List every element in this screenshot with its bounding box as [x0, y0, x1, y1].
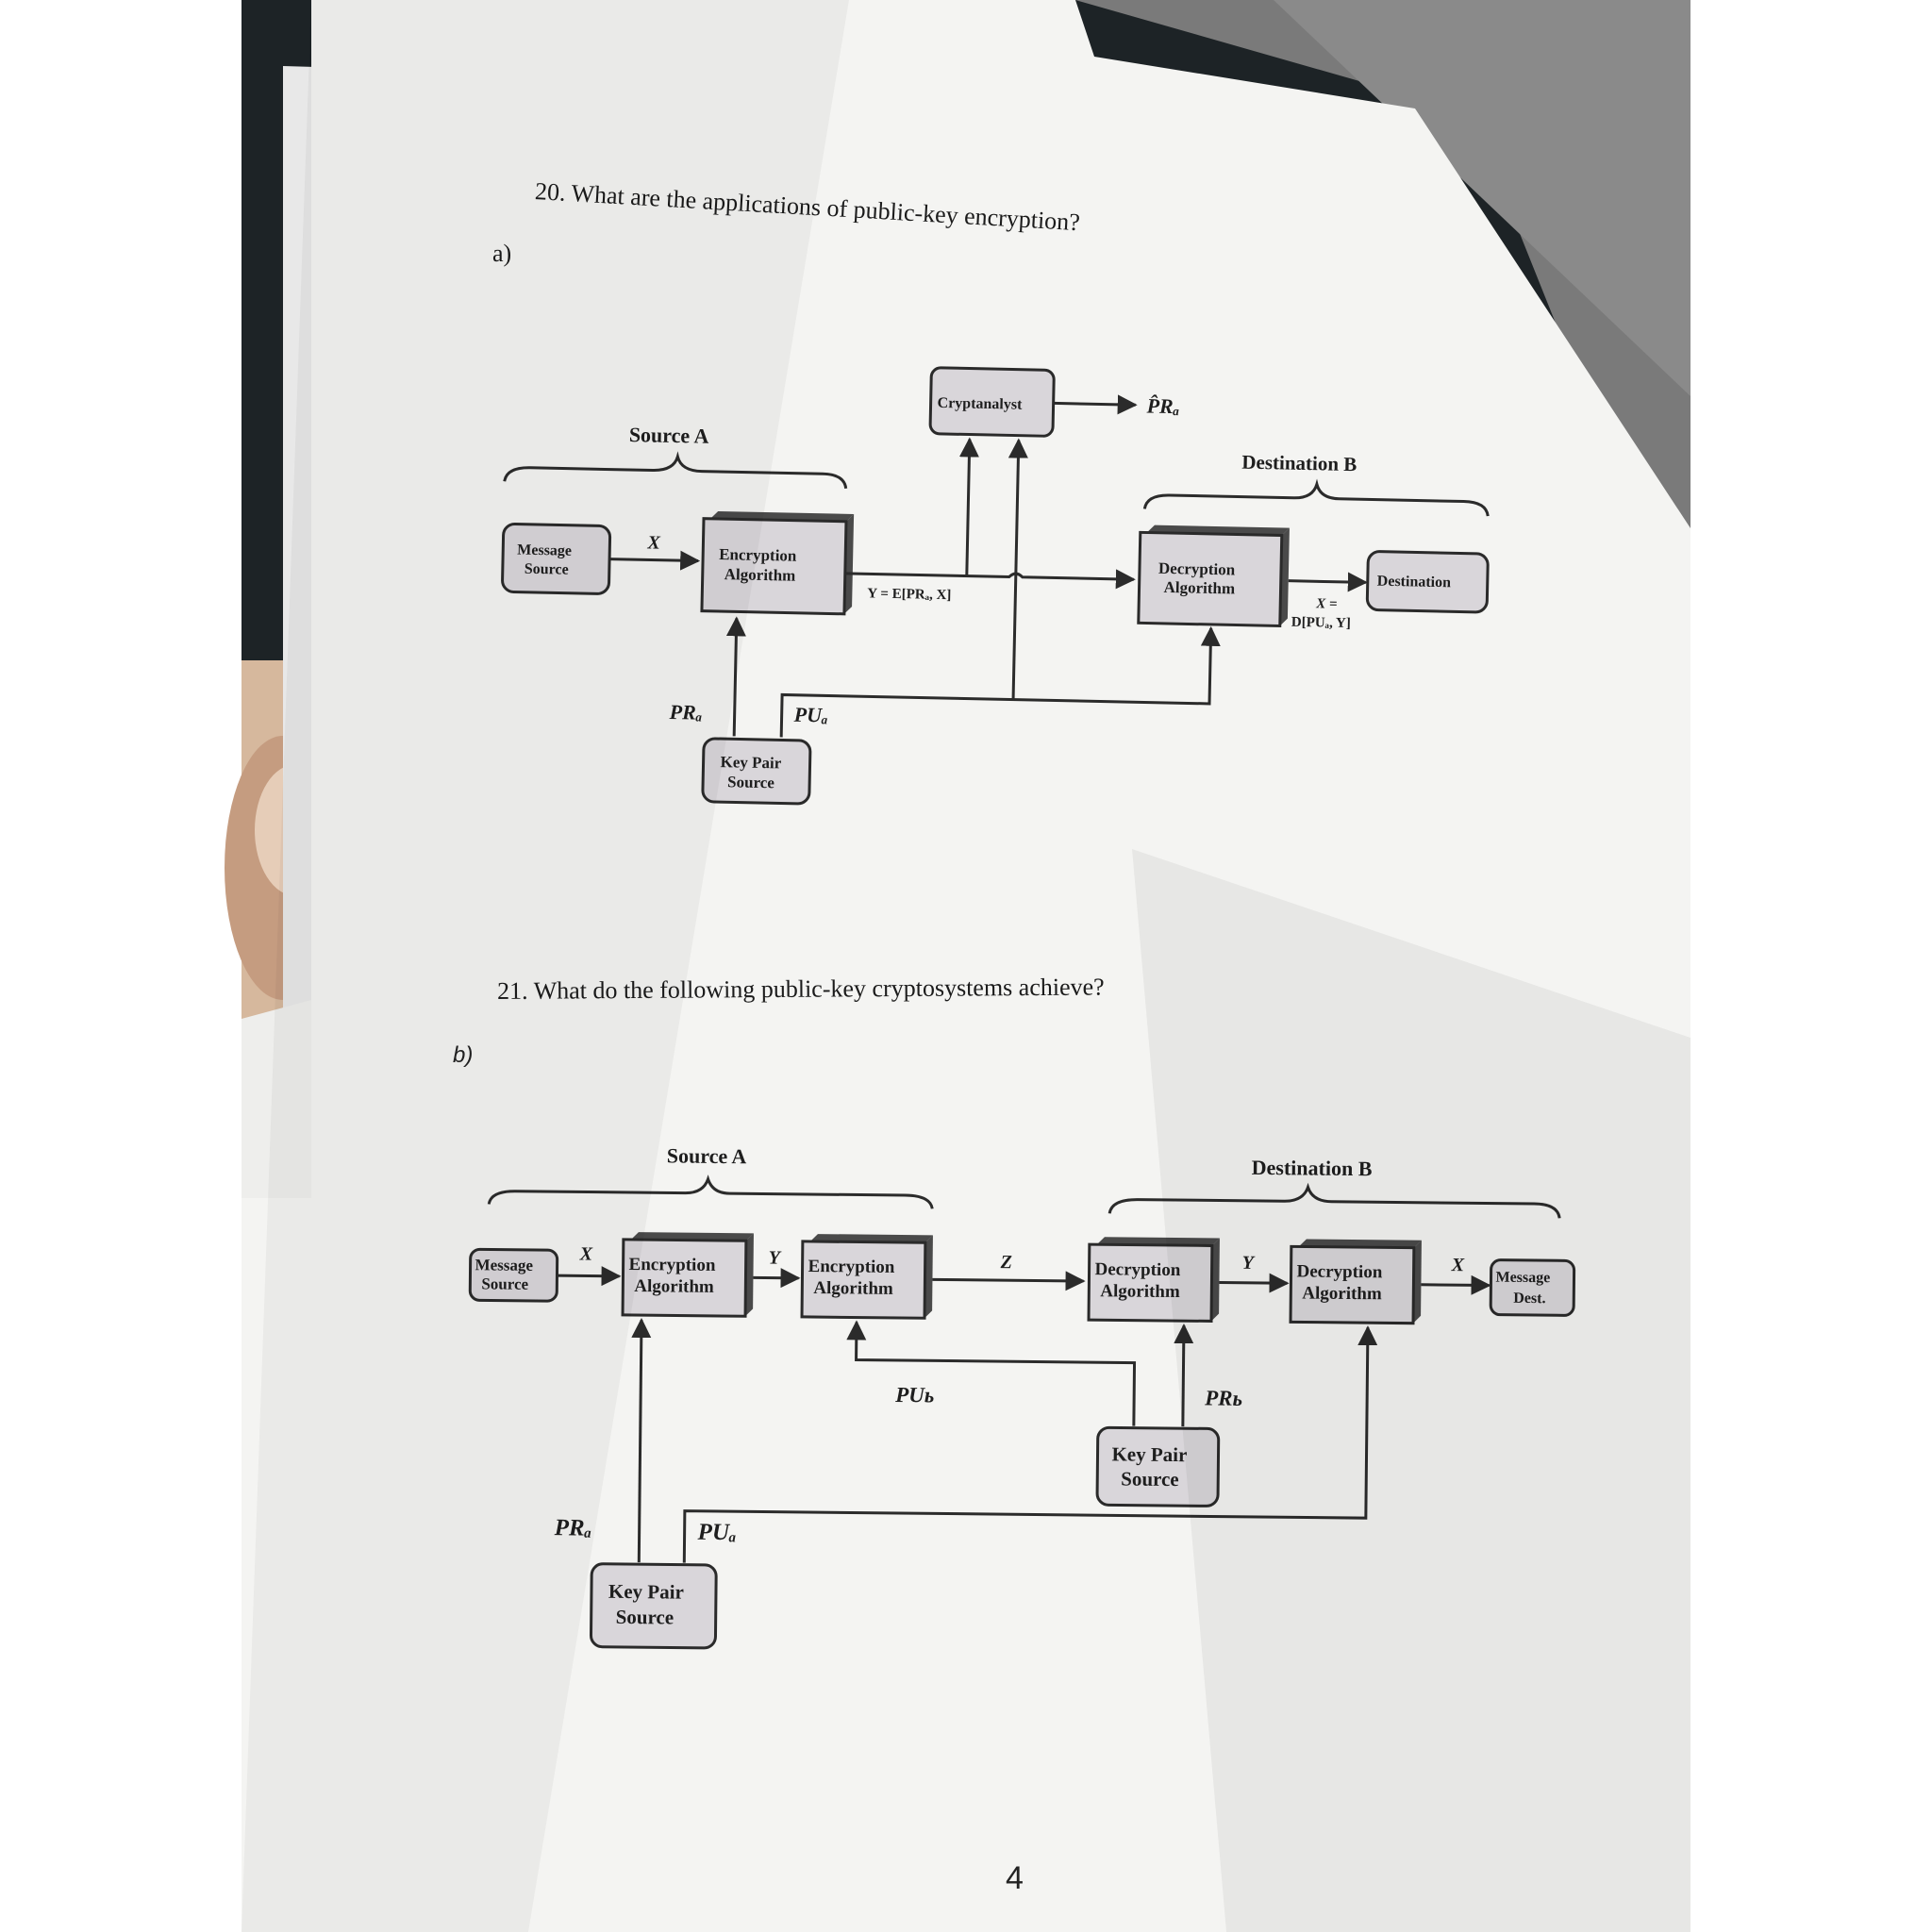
source-a-label-b: Source A	[667, 1143, 747, 1168]
key-pair-source-box	[701, 737, 812, 806]
decryption-label-1: Decryption	[1158, 559, 1236, 579]
decryption-algorithm-box	[1137, 530, 1284, 628]
destination-b-brace	[1142, 478, 1490, 517]
key-pair-label-1: Key Pair	[720, 753, 782, 772]
pu-a-label: PUₐ	[792, 703, 827, 727]
encryption-label-1: Encryption	[719, 545, 797, 565]
pu-a-label-b: PUₐ	[696, 1520, 736, 1545]
part-b-marker: b)	[453, 1042, 474, 1068]
encryption-algorithm-1-box	[621, 1238, 748, 1318]
key-pair-a-label-2: Source	[616, 1606, 675, 1629]
x-label-b-2: X	[1451, 1255, 1465, 1275]
encryption-2-label-2: Algorithm	[813, 1278, 893, 1299]
decryption-algorithm-1-box	[1087, 1242, 1214, 1323]
decryption-1-label-2: Algorithm	[1100, 1281, 1180, 1302]
decryption-1-label-1: Decryption	[1094, 1259, 1180, 1280]
key-pair-a-label-1: Key Pair	[608, 1580, 684, 1604]
destination-label: Destination	[1377, 574, 1452, 591]
message-dest-box	[1489, 1258, 1576, 1317]
key-pair-source-b-box	[1095, 1425, 1221, 1507]
source-a-label: Source A	[629, 423, 709, 448]
destination-b-brace-b	[1108, 1182, 1561, 1219]
message-dest-label-1: Message	[1495, 1270, 1550, 1287]
x-label: X	[646, 532, 660, 553]
y-expression: Y = E[PRₐ, X]	[867, 586, 951, 603]
key-pair-label-2: Source	[727, 773, 775, 791]
decryption-2-label-1: Decryption	[1296, 1261, 1382, 1282]
pr-b-label: PRь	[1204, 1386, 1242, 1409]
decryption-label-2: Algorithm	[1163, 578, 1235, 598]
x-label-b: X	[579, 1243, 593, 1264]
page-number: 4	[1006, 1860, 1024, 1896]
source-a-brace-b	[487, 1174, 934, 1209]
encryption-algorithm-box	[700, 517, 848, 616]
message-source-b-label-2: Source	[481, 1274, 528, 1293]
source-a-brace	[503, 451, 848, 490]
encryption-2-label-1: Encryption	[808, 1257, 894, 1277]
pu-b-label: PUь	[894, 1383, 934, 1407]
message-source-label-1: Message	[517, 542, 572, 559]
cryptanalyst-label: Cryptanalyst	[937, 395, 1023, 413]
destination-b-label-b: Destination B	[1252, 1156, 1373, 1180]
destination-box	[1365, 550, 1490, 614]
pr-a-label: PRₐ	[668, 700, 702, 724]
encryption-label-2: Algorithm	[724, 565, 796, 585]
y-label-b-2: Y	[1242, 1253, 1256, 1274]
paper-sheet	[242, 0, 1690, 1932]
pr-a-label-b: PRₐ	[554, 1515, 592, 1541]
message-source-b-label-1: Message	[475, 1256, 533, 1274]
z-label-b: Z	[1000, 1252, 1012, 1273]
decryption-2-label-2: Algorithm	[1302, 1283, 1382, 1304]
x-equals: X =	[1315, 596, 1338, 611]
encryption-algorithm-2-box	[800, 1240, 927, 1320]
key-pair-source-a-box	[589, 1562, 718, 1650]
message-source-label-2: Source	[525, 561, 569, 578]
encryption-1-label-1: Encryption	[628, 1255, 715, 1275]
x-expression: D[PUₐ, Y]	[1291, 615, 1351, 631]
key-pair-b-label-1: Key Pair	[1111, 1442, 1187, 1466]
part-a-marker: a)	[492, 240, 512, 267]
message-dest-label-2: Dest.	[1513, 1291, 1545, 1307]
decryption-algorithm-2-box	[1289, 1244, 1416, 1325]
y-label-b: Y	[769, 1248, 782, 1269]
pr-hat-label: P̂Rₐ	[1145, 393, 1179, 418]
key-pair-b-label-2: Source	[1121, 1467, 1179, 1491]
encryption-1-label-2: Algorithm	[634, 1276, 714, 1297]
destination-b-label: Destination B	[1241, 451, 1357, 476]
